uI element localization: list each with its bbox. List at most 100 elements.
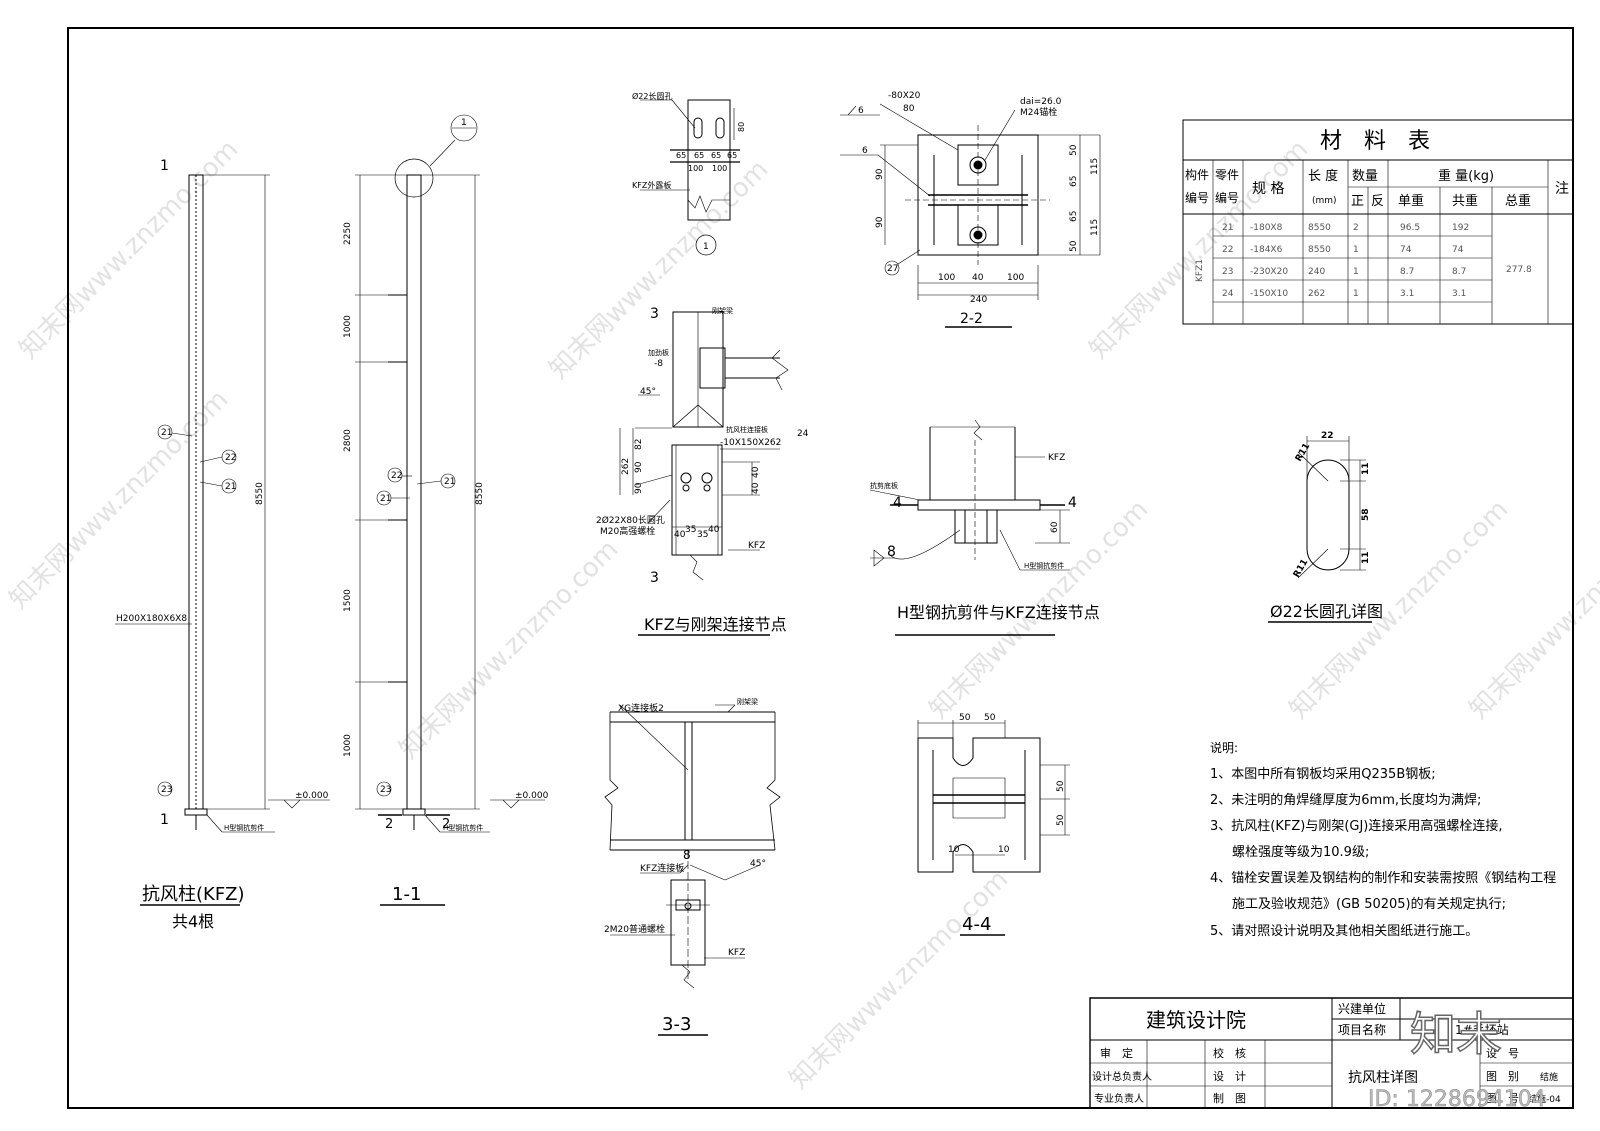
cell-spec: -180X8 bbox=[1250, 223, 1283, 233]
table-header: 编号 bbox=[1185, 190, 1209, 205]
view-2-2 bbox=[840, 104, 1100, 327]
cell-unit: 96.5 bbox=[1400, 223, 1420, 233]
dim-segment: 2250 bbox=[343, 222, 353, 245]
cell-unit: 8.7 bbox=[1400, 267, 1414, 277]
title-role: 制 图 bbox=[1213, 1092, 1246, 1105]
view-1-1-elevation bbox=[268, 115, 545, 905]
title-field: 结施-04 bbox=[1528, 1093, 1561, 1105]
brand-logo: 知末 bbox=[1410, 1007, 1502, 1061]
weld-size: 8 bbox=[887, 544, 896, 560]
cell-unit: 3.1 bbox=[1400, 289, 1414, 299]
dim: 50 bbox=[1069, 240, 1079, 252]
cell-pos: 1 bbox=[1353, 267, 1359, 277]
dim: 40 bbox=[751, 482, 761, 494]
title-field: 图 别 bbox=[1486, 1070, 1519, 1083]
dim: 100 bbox=[1007, 273, 1024, 283]
dim: 10 bbox=[998, 845, 1010, 855]
view-4-4 bbox=[918, 720, 1070, 935]
dim: 90 bbox=[634, 482, 644, 494]
title-role: 审 定 bbox=[1100, 1046, 1133, 1060]
elevation-label: ±0.000 bbox=[295, 791, 329, 801]
title-field: 1#毛坯站 bbox=[1455, 1023, 1509, 1037]
title-block-grid bbox=[1090, 998, 1573, 1108]
table-header: 编号 bbox=[1215, 190, 1239, 205]
dim-total: 8550 bbox=[475, 482, 485, 505]
view-caption: 4-4 bbox=[962, 914, 991, 935]
cell-spec: -230X20 bbox=[1250, 267, 1288, 277]
shear-label: H型钢抗剪件 bbox=[1024, 561, 1064, 570]
plate-width: 80 bbox=[903, 104, 915, 114]
detail-long-hole bbox=[1268, 436, 1372, 622]
table-header: 零件 bbox=[1215, 168, 1239, 182]
detail-1 bbox=[640, 100, 740, 255]
beam-label: 刚架梁 bbox=[712, 306, 733, 315]
table-header: 数量 bbox=[1352, 169, 1378, 184]
dim: 65 bbox=[727, 151, 737, 160]
table-header: 单重 bbox=[1398, 193, 1424, 209]
table-header: 重 量(kg) bbox=[1438, 168, 1494, 184]
note-line: 5、请对照设计说明及其他相关图纸进行施工。 bbox=[1210, 924, 1478, 939]
part-ref: 27 bbox=[887, 264, 898, 274]
part-ref: 21 bbox=[225, 482, 236, 492]
dim: 40 bbox=[674, 530, 686, 540]
view-caption: KFZ与刚架连接节点 bbox=[644, 615, 787, 634]
dim: 65 bbox=[676, 151, 686, 160]
note-line: 1、本图中所有钢板均采用Q235B钢板; bbox=[1210, 767, 1436, 782]
weld-size: 6 bbox=[862, 146, 868, 156]
view-3-3 bbox=[605, 705, 780, 1035]
dim: 10 bbox=[948, 845, 960, 855]
section-mark: 1 bbox=[160, 158, 169, 174]
detail-ref: 1 bbox=[703, 242, 709, 252]
notes-title: 说明: bbox=[1210, 740, 1238, 755]
cell-total: 277.8 bbox=[1506, 265, 1532, 275]
note-line: 3、抗风柱(KFZ)与刚架(GJ)连接采用高强螺栓连接, bbox=[1210, 818, 1503, 834]
view-caption: 3-3 bbox=[662, 1014, 691, 1035]
kfz-label: KFZ bbox=[728, 948, 745, 958]
title-field: 设 号 bbox=[1486, 1047, 1519, 1060]
watermark: 知末网www.znzmo.com bbox=[14, 134, 245, 365]
watermark: 知末网www.znzmo.com bbox=[4, 384, 235, 615]
dim: 100 bbox=[712, 164, 727, 173]
base-label: H型钢抗剪件 bbox=[443, 823, 483, 832]
bolt-label: 2M20普通螺栓 bbox=[604, 923, 665, 935]
note-line: 螺栓强度等级为10.9级; bbox=[1232, 844, 1369, 860]
cell-sum: 192 bbox=[1452, 223, 1469, 233]
cell-length: 240 bbox=[1308, 267, 1325, 277]
cell-sum: 74 bbox=[1452, 245, 1464, 255]
part-ref: 22 bbox=[225, 453, 236, 463]
dim: 82 bbox=[634, 439, 644, 450]
dim: 58 bbox=[1361, 508, 1371, 521]
title-field: 项目名称 bbox=[1338, 1022, 1386, 1037]
dim: 90 bbox=[875, 168, 885, 180]
cut-mark: 4 bbox=[893, 495, 902, 511]
title-field: 结施 bbox=[1540, 1071, 1558, 1083]
cell-pos: 1 bbox=[1353, 289, 1359, 299]
table-header: 正 bbox=[1351, 194, 1364, 209]
dim-segment: 1500 bbox=[343, 589, 353, 612]
elevation-label: ±0.000 bbox=[515, 791, 549, 801]
view-caption: 抗风柱(KFZ) bbox=[142, 884, 245, 905]
radius: R11 bbox=[1294, 442, 1312, 464]
kfz-label: KFZ bbox=[748, 541, 765, 551]
dim: 22 bbox=[1321, 431, 1334, 441]
dim: 240 bbox=[970, 295, 987, 305]
table-header: 规 格 bbox=[1252, 181, 1284, 197]
dim: 11 bbox=[1361, 551, 1371, 564]
table-header: 反 bbox=[1371, 194, 1384, 209]
title-field: 图 号 bbox=[1486, 1092, 1519, 1105]
dim-segment: 1000 bbox=[343, 315, 353, 338]
cell-pos: 1 bbox=[1353, 245, 1359, 255]
cell-pos: 2 bbox=[1353, 223, 1359, 233]
dim: 50 bbox=[984, 713, 996, 723]
weld-size: 6 bbox=[858, 106, 864, 116]
part-ref: 23 bbox=[161, 785, 172, 795]
cut-mark: 2 bbox=[385, 817, 393, 832]
image-id: ID: 1228694104 bbox=[1368, 1087, 1546, 1112]
kfz-label: KFZ外露板 bbox=[632, 180, 671, 190]
dim: 50 bbox=[1069, 144, 1079, 156]
watermark: 知末网www.znzmo.com bbox=[784, 864, 1015, 1095]
note-line: 4、锚栓安置误差及钢结构的制作和安装需按照《钢结构工程 bbox=[1210, 870, 1556, 886]
title-role: 设 计 bbox=[1213, 1070, 1246, 1083]
cell-length: 8550 bbox=[1308, 223, 1331, 233]
